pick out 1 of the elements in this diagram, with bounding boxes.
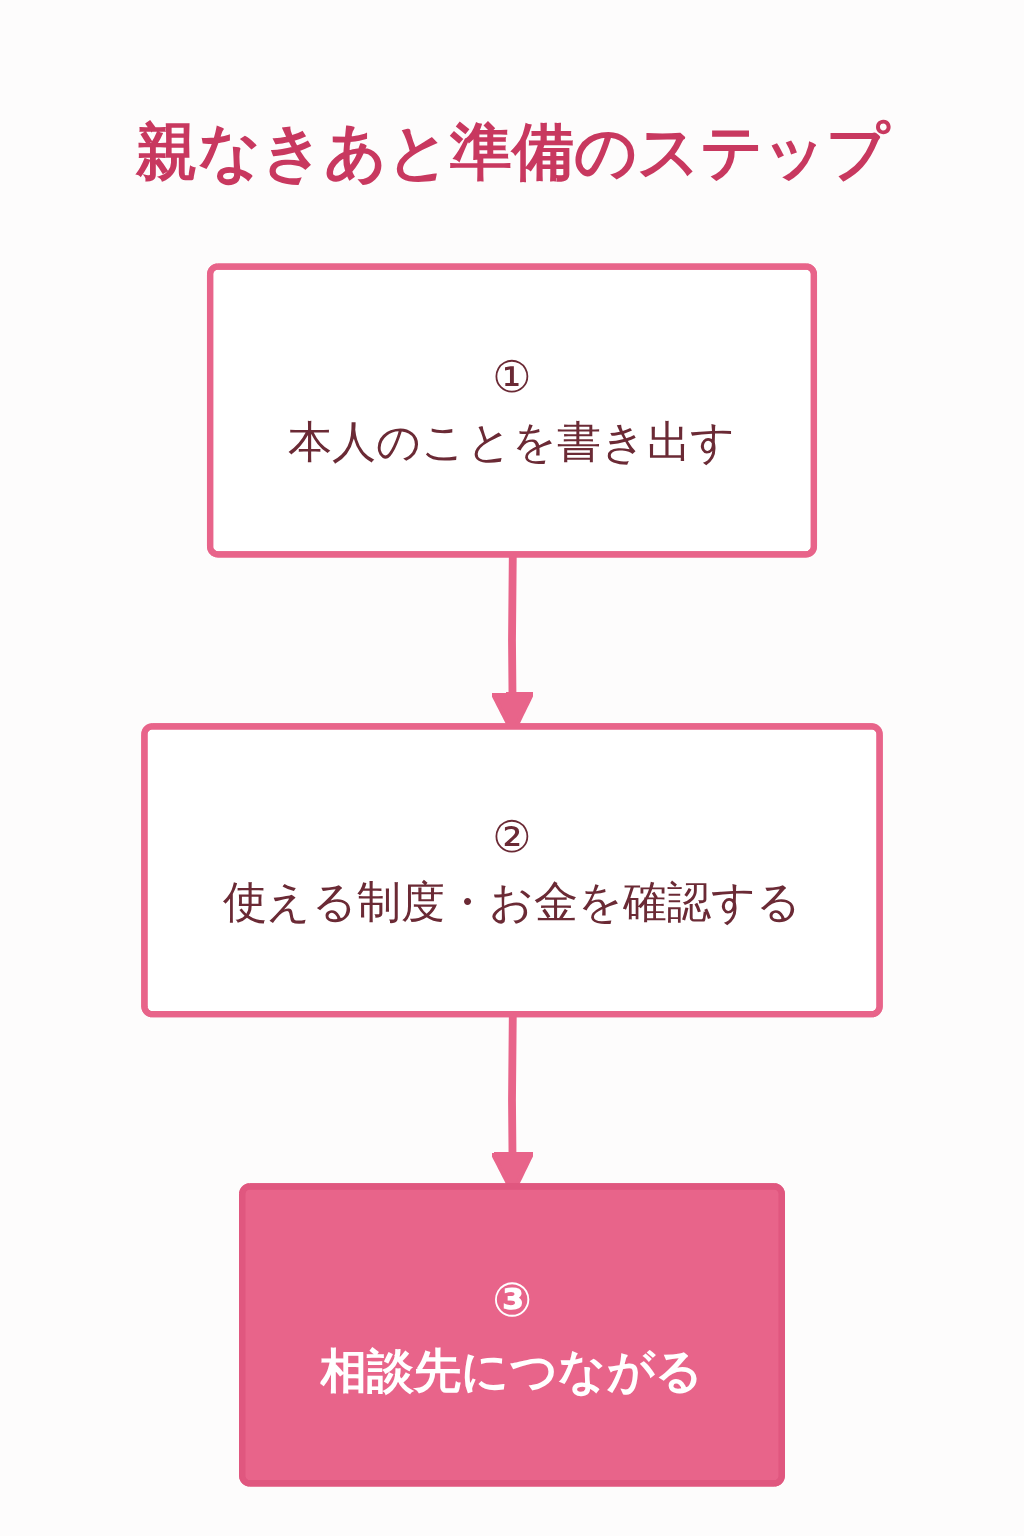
title: 親なきあと準備のステップ <box>135 114 889 190</box>
